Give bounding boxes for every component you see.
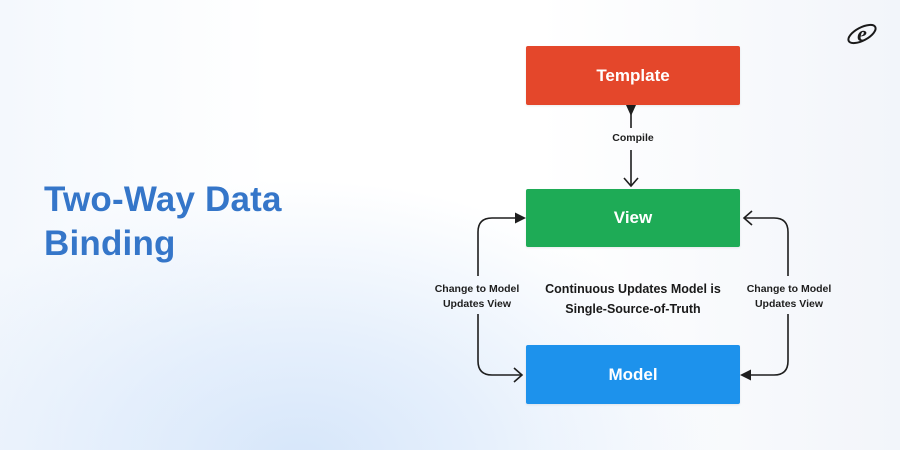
right-arrow-label-line-2: Updates View <box>754 298 824 310</box>
left-arrow-label: Change to Model Updates View <box>424 282 530 312</box>
compile-arrow <box>623 105 639 188</box>
title-line-2: Binding <box>44 224 176 263</box>
right-arrow-label: Change to Model Updates View <box>736 282 842 312</box>
right-arrow-label-line-1: Change to Model <box>746 283 832 295</box>
center-description-line-2: Single-Source-of-Truth <box>565 302 701 316</box>
compile-label: Compile <box>612 132 654 144</box>
page-title: Two-Way Data Binding <box>44 178 344 266</box>
brand-logo: e <box>844 18 880 50</box>
template-box: Template <box>526 46 740 105</box>
left-arrow-label-line-1: Change to Model <box>434 283 520 295</box>
right-loop-arrow <box>740 210 789 381</box>
center-description-line-1: Continuous Updates Model is <box>545 282 721 296</box>
logo-letter: e <box>857 21 867 46</box>
title-line-1: Two-Way Data <box>44 180 282 219</box>
left-arrow-label-line-2: Updates View <box>442 298 512 310</box>
view-box: View <box>526 189 740 247</box>
left-loop-arrow <box>477 212 526 383</box>
center-description: Continuous Updates Model is Single-Sourc… <box>524 279 742 319</box>
logo-icon: e <box>847 21 877 46</box>
model-box: Model <box>526 345 740 404</box>
